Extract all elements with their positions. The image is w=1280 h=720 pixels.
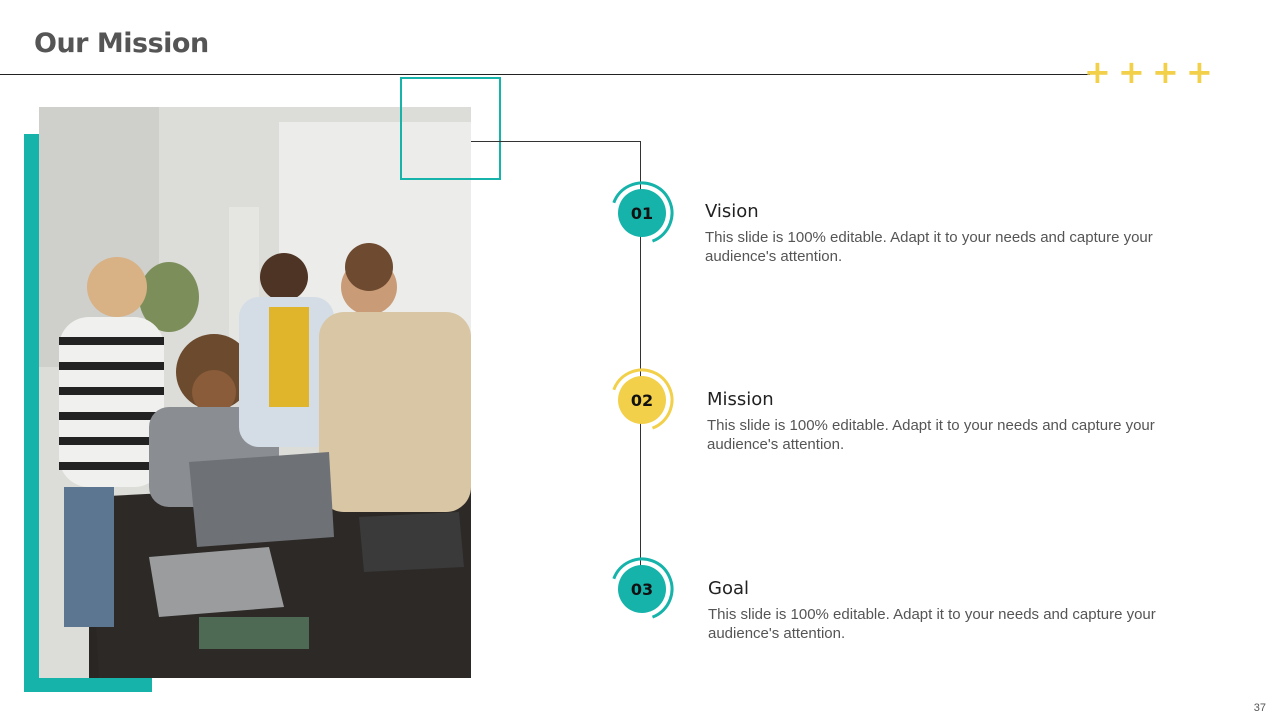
- item-description: This slide is 100% editable. Adapt it to…: [705, 229, 1153, 265]
- timeline-item-vision: Vision This slide is 100% editable. Adap…: [705, 201, 1185, 266]
- step-badge-03: 03: [610, 557, 674, 621]
- timeline-connector: [471, 141, 641, 142]
- item-description: This slide is 100% editable. Adapt it to…: [708, 606, 1156, 642]
- timeline-line: [640, 141, 641, 591]
- item-heading: Vision: [705, 201, 759, 222]
- page-number: 37: [1253, 702, 1266, 714]
- timeline-item-mission: Mission This slide is 100% editable. Ada…: [707, 389, 1187, 454]
- step-number: 02: [618, 376, 666, 424]
- teal-outline-frame: [400, 77, 501, 180]
- plus-icon: +: [1084, 53, 1111, 91]
- item-description: This slide is 100% editable. Adapt it to…: [707, 417, 1155, 453]
- title-underline: [0, 74, 1090, 75]
- step-number: 01: [618, 189, 666, 237]
- page-title: Our Mission: [34, 28, 209, 59]
- team-photo: [39, 107, 471, 678]
- plus-icon: +: [1152, 53, 1179, 91]
- step-badge-01: 01: [610, 181, 674, 245]
- step-badge-02: 02: [610, 368, 674, 432]
- timeline-item-goal: Goal This slide is 100% editable. Adapt …: [708, 578, 1188, 643]
- plus-icon: +: [1186, 53, 1213, 91]
- step-number: 03: [618, 565, 666, 613]
- item-heading: Goal: [708, 578, 749, 599]
- plus-icon: +: [1118, 53, 1145, 91]
- plus-decoration: + + + +: [1084, 53, 1213, 91]
- item-heading: Mission: [707, 389, 774, 410]
